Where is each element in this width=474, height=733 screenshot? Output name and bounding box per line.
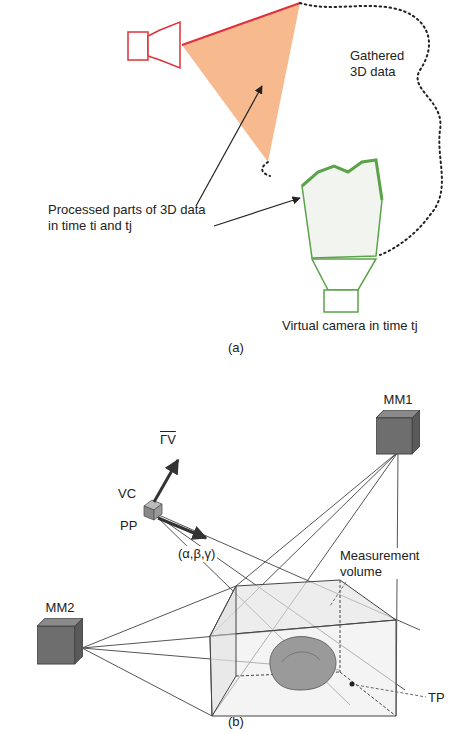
measurement-volume (210, 580, 396, 716)
label-text: TP (428, 690, 445, 706)
projection-rays (82, 452, 420, 716)
label-text: (α,β,γ) (176, 546, 217, 562)
view-frustum (182, 3, 300, 162)
leader-line (356, 685, 426, 697)
label-text: (b) (228, 714, 244, 730)
label-text: (a) (228, 340, 244, 356)
label-text: Virtual camera in time tj (282, 318, 418, 334)
leader-line (330, 582, 346, 606)
gathered-data-outline (262, 162, 270, 176)
leader-arrow (196, 86, 262, 206)
measurement-module: MM2 (37, 600, 83, 668)
processed-edge (182, 3, 300, 45)
real-camera (128, 22, 180, 68)
label-text: Processed parts of 3D data in time ti an… (48, 202, 208, 233)
leader-arrow (214, 198, 300, 226)
view-vector-arrow (154, 460, 178, 502)
module-label: MM1 (376, 392, 420, 408)
module-cube (37, 618, 83, 668)
module-cube (376, 410, 420, 458)
measured-object (282, 652, 320, 662)
label-text: ΓV (160, 432, 176, 448)
label-text: PP (120, 518, 137, 534)
virtual-camera (312, 259, 376, 312)
label-text: VC (118, 486, 136, 502)
measured-object (270, 637, 336, 690)
target-point (350, 682, 355, 687)
processed-part (302, 160, 382, 258)
orientation-arrow (158, 518, 206, 538)
label-text: Measurement volume (338, 548, 434, 579)
module-label: MM2 (37, 600, 83, 616)
measurement-module: MM1 (376, 392, 420, 458)
label-text: Gathered 3D data (350, 48, 416, 79)
processed-edge (302, 160, 382, 200)
